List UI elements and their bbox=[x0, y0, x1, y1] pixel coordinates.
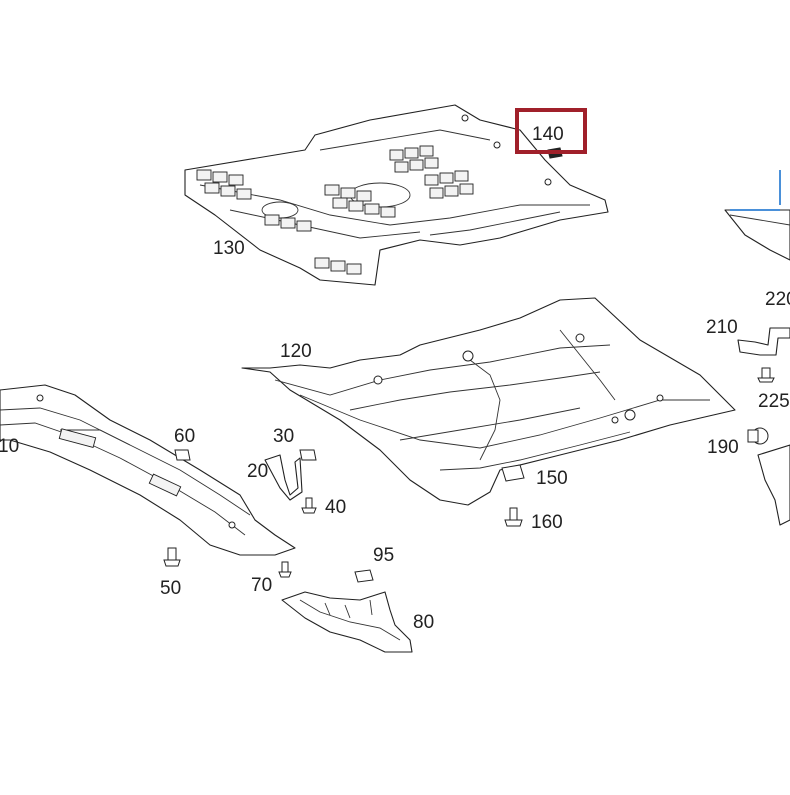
callout-120[interactable]: 120 bbox=[280, 341, 312, 362]
part-60-clip[interactable] bbox=[174, 449, 191, 461]
callout-20[interactable]: 20 bbox=[247, 461, 268, 482]
part-210-bracket[interactable] bbox=[737, 327, 790, 356]
callout-30[interactable]: 30 bbox=[273, 426, 294, 447]
callout-70[interactable]: 70 bbox=[251, 575, 272, 596]
part-220-right-panel[interactable] bbox=[724, 170, 790, 261]
callout-190[interactable]: 190 bbox=[707, 437, 739, 458]
callout-225[interactable]: 225 bbox=[758, 391, 790, 412]
part-230-lower-right-panel[interactable] bbox=[757, 444, 790, 526]
part-70-bolt[interactable] bbox=[278, 561, 292, 578]
callout-140[interactable]: 140 bbox=[532, 124, 564, 145]
pad-group-b bbox=[324, 184, 396, 218]
highlight-box-140 bbox=[515, 108, 587, 154]
callout-220[interactable]: 220 bbox=[765, 289, 790, 310]
pad-group-a bbox=[196, 169, 252, 200]
part-20-bracket[interactable] bbox=[264, 454, 303, 501]
callout-150[interactable]: 150 bbox=[536, 468, 568, 489]
pad-group-d bbox=[264, 214, 362, 275]
callout-40[interactable]: 40 bbox=[325, 497, 346, 518]
part-30-clip[interactable] bbox=[299, 449, 317, 461]
part-50-bolt[interactable] bbox=[163, 547, 181, 567]
callout-210[interactable]: 210 bbox=[706, 317, 738, 338]
part-160-bolt[interactable] bbox=[504, 507, 523, 527]
part-40-bolt[interactable] bbox=[301, 497, 317, 514]
callout-160[interactable]: 160 bbox=[531, 512, 563, 533]
callout-95[interactable]: 95 bbox=[373, 545, 394, 566]
callout-130[interactable]: 130 bbox=[213, 238, 245, 259]
callout-60[interactable]: 60 bbox=[174, 426, 195, 447]
part-150-clip[interactable] bbox=[501, 464, 525, 482]
part-190-clip[interactable] bbox=[747, 427, 769, 445]
callout-10[interactable]: 10 bbox=[0, 436, 19, 457]
pad-group-c bbox=[389, 145, 474, 199]
part-80-lower-shield[interactable] bbox=[281, 591, 413, 653]
part-130-underbody-panel[interactable] bbox=[184, 104, 609, 286]
part-120-center-panel[interactable] bbox=[241, 297, 736, 506]
part-95-clip[interactable] bbox=[354, 569, 374, 583]
callout-50[interactable]: 50 bbox=[160, 578, 181, 599]
part-10-side-panel[interactable] bbox=[0, 384, 296, 556]
callout-80[interactable]: 80 bbox=[413, 612, 434, 633]
part-225-bolt[interactable] bbox=[757, 367, 775, 383]
